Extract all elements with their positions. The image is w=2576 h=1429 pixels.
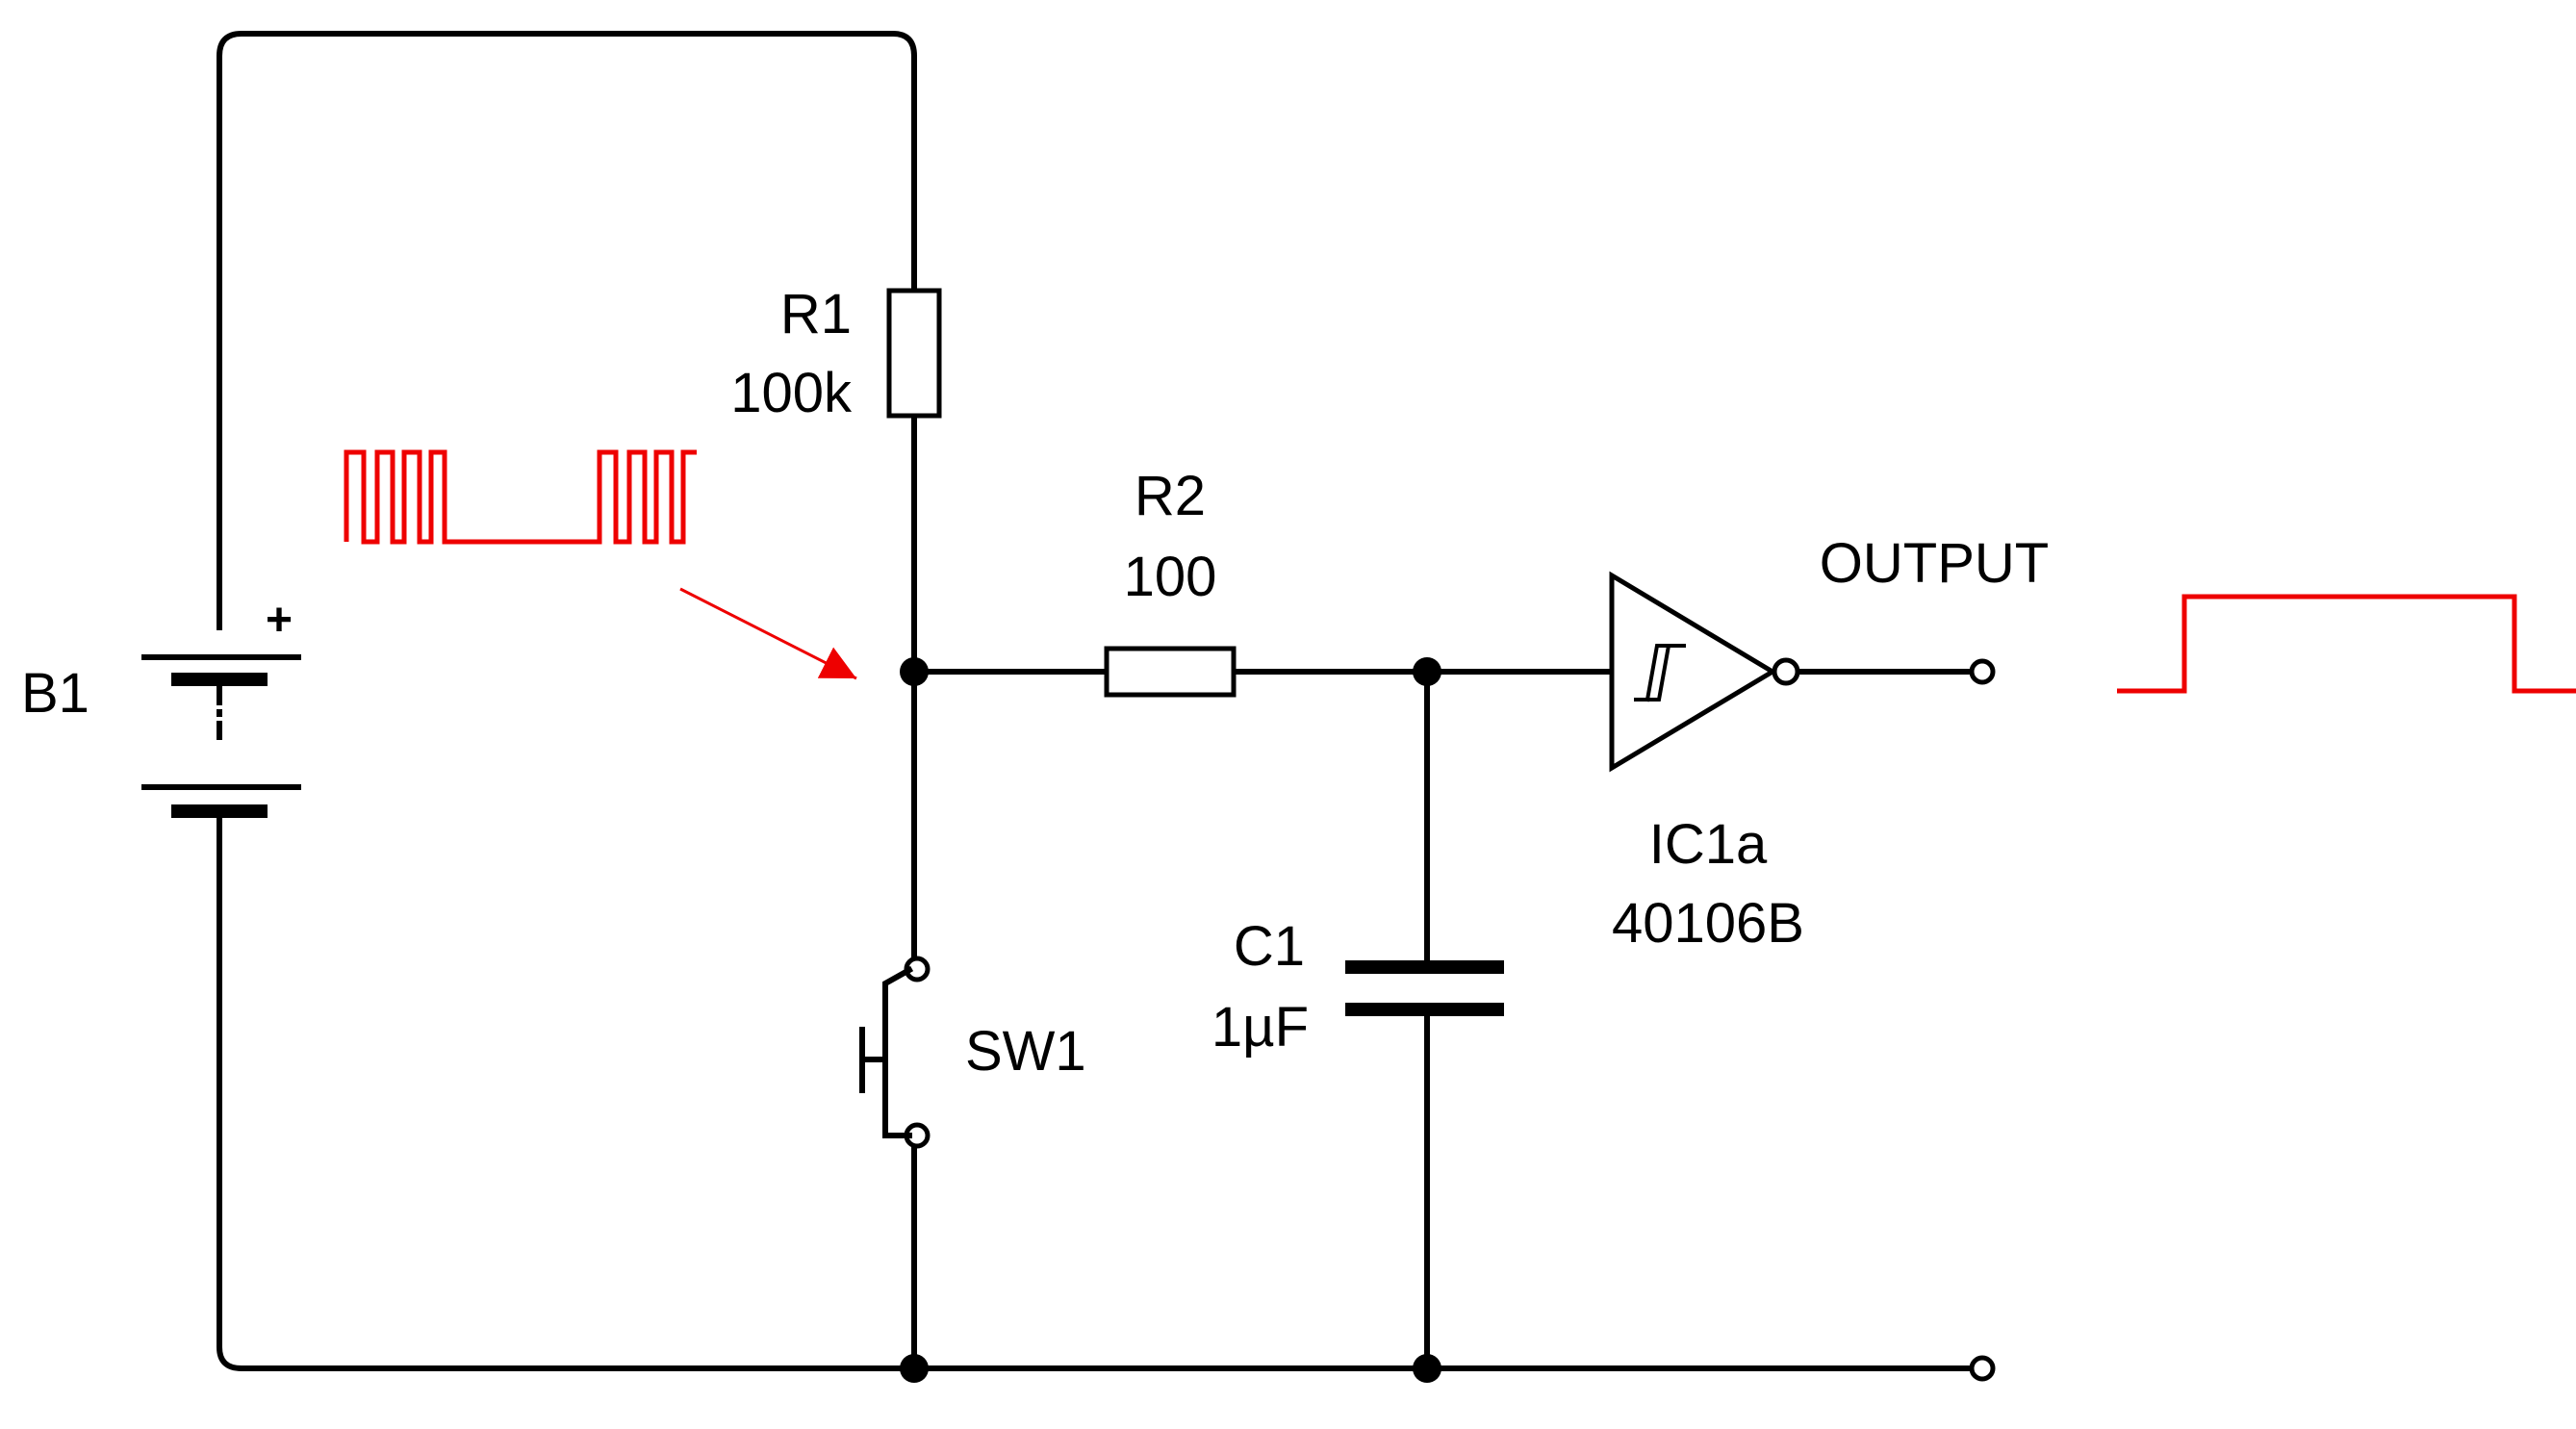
wire-battery-top <box>217 31 917 630</box>
resistor-r2: R2 100 <box>1104 465 1237 698</box>
battery-polarity-label: + <box>266 595 293 646</box>
bounce-waveform <box>344 449 697 545</box>
battery-label: B1 <box>21 662 89 725</box>
annotation-arrow <box>679 587 857 680</box>
junction-dot <box>1413 1354 1441 1383</box>
ic-ref-label: IC1a <box>1649 813 1768 876</box>
r1-ref-label: R1 <box>780 283 852 345</box>
capacitor-c1: C1 1µF <box>1211 915 1504 1059</box>
switch-sw1: SW1 <box>859 956 1086 1149</box>
c1-value-label: 1µF <box>1211 996 1309 1059</box>
ic-part-label: 40106B <box>1612 892 1804 955</box>
output-label: OUTPUT <box>1820 532 2049 595</box>
r2-value-label: 100 <box>1124 546 1217 608</box>
junction-dot <box>900 1354 929 1383</box>
r2-ref-label: R2 <box>1135 465 1206 527</box>
output-pulse-waveform <box>2117 594 2576 694</box>
sw1-label: SW1 <box>965 1020 1086 1083</box>
schmitt-inverter-ic1a: IC1a 40106B <box>1609 571 1804 955</box>
schmitt-hysteresis-icon <box>1634 644 1686 702</box>
battery-b1: + B1 <box>21 595 301 818</box>
resistor-r1: R1 100k <box>730 283 942 424</box>
junction-dot <box>1413 657 1441 686</box>
junction-dot <box>900 657 929 686</box>
output-terminals: OUTPUT <box>1820 532 2049 1382</box>
c1-ref-label: C1 <box>1234 915 1305 978</box>
r1-value-label: 100k <box>730 362 853 424</box>
wire-battery-bottom <box>217 817 1975 1371</box>
junction-dots <box>900 657 1441 1383</box>
